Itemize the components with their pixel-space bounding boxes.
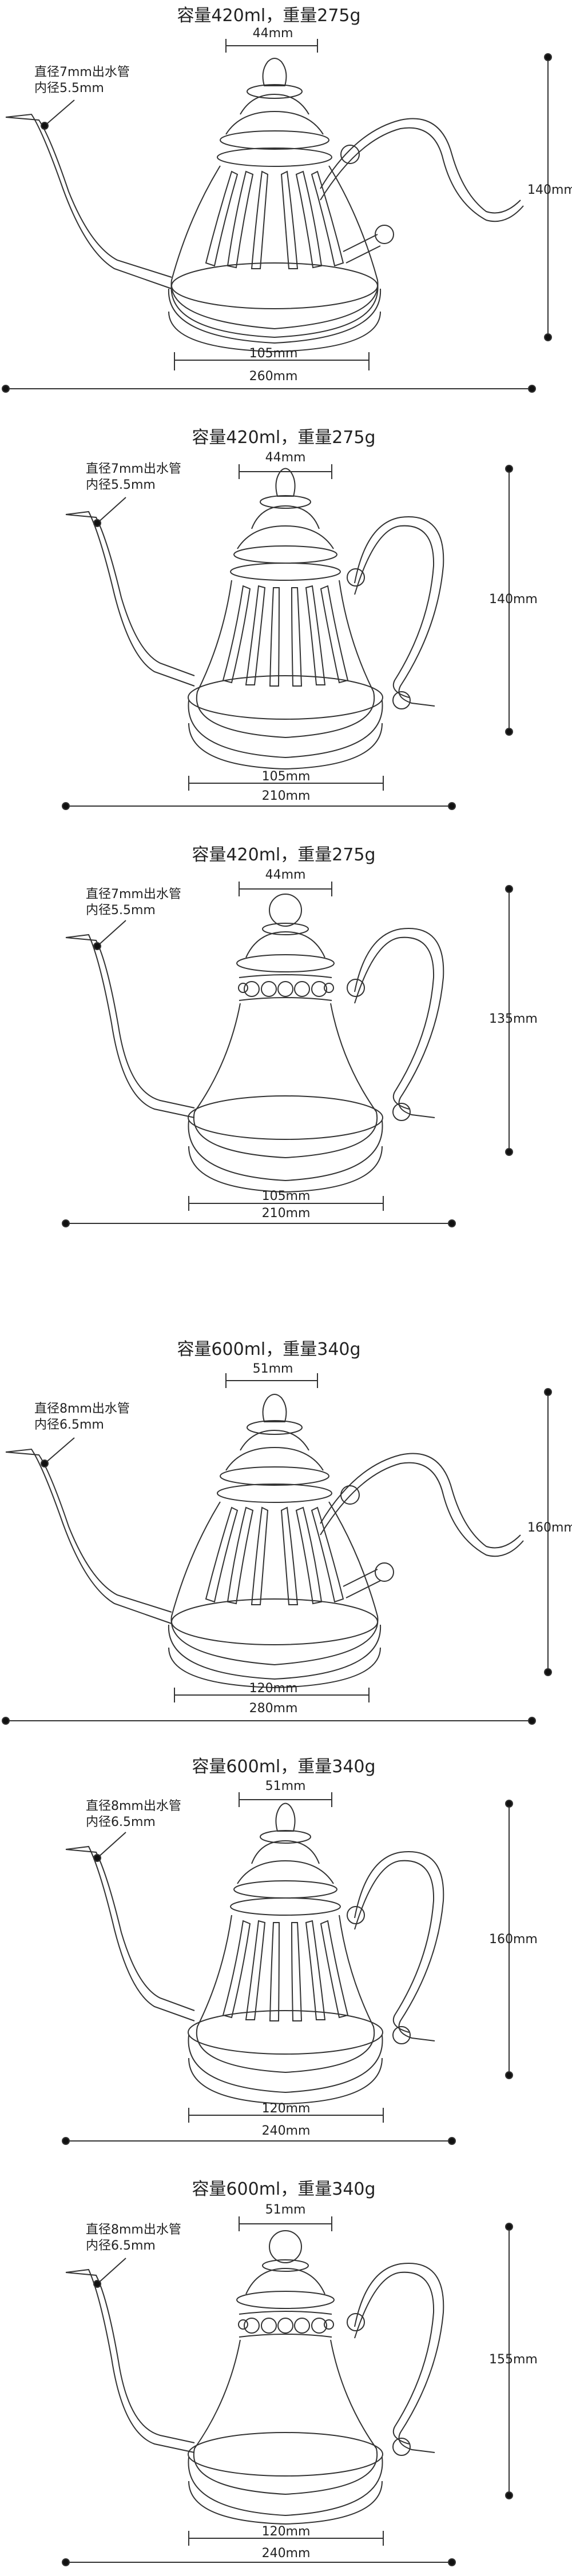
kettle-panel-4: 容量600ml，重量340g 51mm 直径8mm出水管 内径6.5mm 160… (0, 1326, 572, 1749)
kettle-drawing-5 (62, 1792, 513, 2145)
spout-diameter-note: 直径7mm出水管 (86, 887, 181, 902)
spout-inner-diameter-note: 内径5.5mm (34, 81, 104, 95)
capacity-weight-title: 容量420ml，重量275g (177, 6, 361, 26)
capacity-weight-title: 容量600ml，重量340g (192, 2179, 376, 2199)
lid-width-label: 51mm (265, 1779, 306, 1793)
spout-diameter-note: 直径8mm出水管 (86, 2223, 181, 2237)
total-width-label: 260mm (249, 369, 298, 384)
spout-inner-diameter-note: 内径6.5mm (86, 2239, 156, 2253)
height-label: 160mm (527, 1521, 572, 1535)
spout-diameter-note: 直径8mm出水管 (34, 1402, 130, 1416)
base-width-label: 120mm (249, 1681, 298, 1696)
kettle-panel-1: 容量420ml，重量275g 44mm 直径7mm出水管 内径5.5mm 140… (0, 0, 572, 412)
base-width-label: 120mm (261, 2525, 311, 2539)
lid-width-label: 44mm (265, 450, 306, 465)
base-width-label: 105mm (261, 1189, 311, 1203)
spout-inner-diameter-note: 内径5.5mm (86, 478, 156, 492)
height-label: 160mm (489, 1932, 538, 1947)
lid-width-label: 44mm (252, 26, 293, 41)
spout-inner-diameter-note: 内径6.5mm (34, 1418, 104, 1432)
height-label: 155mm (489, 2352, 538, 2367)
kettle-panel-2: 容量420ml，重量275g 44mm 直径7mm出水管 内径5.5mm 140… (0, 412, 572, 835)
spout-inner-diameter-note: 内径6.5mm (86, 1815, 156, 1829)
capacity-weight-title: 容量420ml，重量275g (192, 845, 376, 865)
total-width-label: 210mm (261, 1206, 311, 1221)
base-width-label: 105mm (261, 769, 311, 784)
capacity-weight-title: 容量600ml，重量340g (192, 1757, 376, 1777)
spout-diameter-note: 直径7mm出水管 (86, 462, 181, 476)
capacity-weight-title: 容量600ml，重量340g (177, 1339, 361, 1359)
lid-width-label: 51mm (265, 2203, 306, 2217)
height-label: 135mm (489, 1012, 538, 1026)
spout-diameter-note: 直径8mm出水管 (86, 1799, 181, 1813)
total-width-label: 210mm (261, 789, 311, 803)
capacity-weight-title: 容量420ml，重量275g (192, 428, 376, 448)
spout-diameter-note: 直径7mm出水管 (34, 65, 130, 79)
kettle-panel-5: 容量600ml，重量340g 51mm 直径8mm出水管 内径6.5mm 160… (0, 1749, 572, 2167)
kettle-drawing-4 (2, 1373, 552, 1725)
base-width-label: 120mm (261, 2102, 311, 2116)
lid-width-label: 44mm (265, 868, 306, 882)
height-label: 140mm (489, 592, 538, 607)
kettle-panel-6: 容量600ml，重量340g 51mm 直径8mm出水管 内径6.5mm 155… (0, 2167, 572, 2576)
lid-width-label: 51mm (252, 1362, 293, 1376)
spout-inner-diameter-note: 内径5.5mm (86, 903, 156, 918)
kettle-drawing-1 (2, 39, 552, 393)
kettle-panel-3: 容量420ml，重量275g 44mm 直径7mm出水管 内径5.5mm 135… (0, 835, 572, 1269)
base-width-label: 105mm (249, 346, 298, 361)
kettle-drawing-3 (62, 882, 513, 1227)
total-width-label: 240mm (261, 2124, 311, 2138)
total-width-label: 280mm (249, 1701, 298, 1716)
kettle-drawing-2 (62, 464, 513, 810)
total-width-label: 240mm (261, 2546, 311, 2561)
height-label: 140mm (527, 183, 572, 197)
kettle-drawing-6 (62, 2216, 513, 2566)
